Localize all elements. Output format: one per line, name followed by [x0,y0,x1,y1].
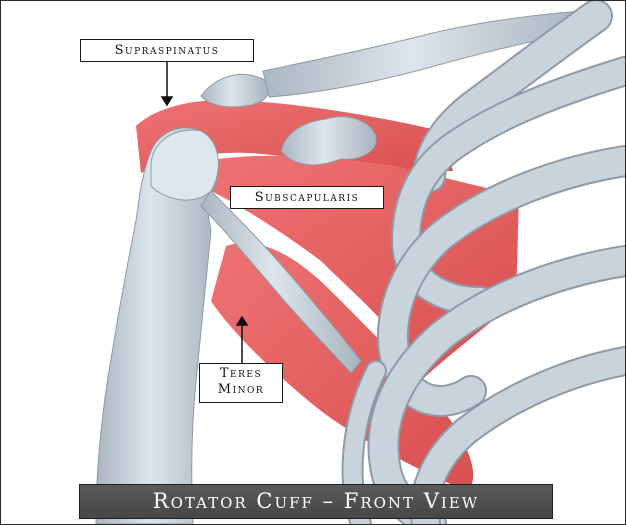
coracoid-process [280,116,377,166]
teres-minor-label-line2: Minor [217,382,265,397]
pointer-arrows [160,62,249,363]
teres-minor-label-line1: Teres [219,366,263,381]
subscapularis-label: Subscapularis [230,186,384,209]
supraspinatus-arrowhead [160,96,174,107]
teres-minor-arrowhead [235,315,249,326]
humeral-head [150,129,219,201]
rib-2-fill [392,58,625,314]
acromion-bone [200,74,269,108]
teres-minor-muscle [211,243,474,491]
scapula-lateral-border [200,190,362,374]
supraspinatus-label: Supraspinatus [80,39,254,62]
figure-caption: Rotator Cuff – Front View [79,484,553,519]
teres-minor-label: Teres Minor [199,363,283,403]
rib-3-fill [379,147,625,415]
